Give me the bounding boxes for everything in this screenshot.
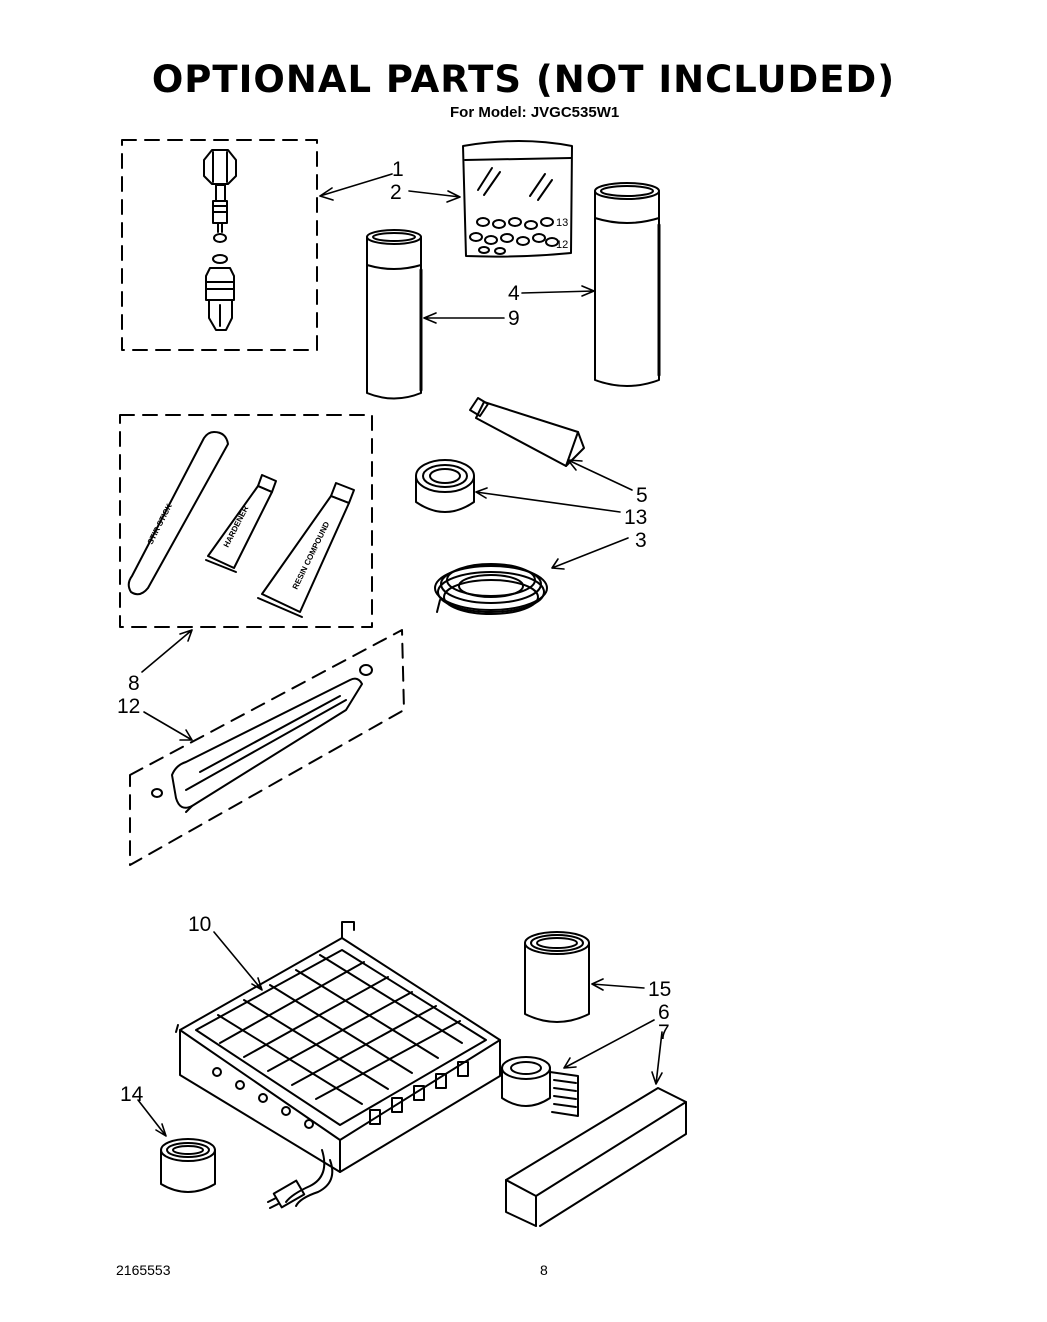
callout-1: 1: [392, 158, 404, 181]
callout-4: 4: [508, 282, 520, 305]
callout-3: 3: [635, 529, 647, 552]
o-ring-bag-icon: [462, 140, 573, 258]
bag-label-upper: 13: [556, 217, 568, 229]
bag-label-lower: 12: [556, 239, 568, 251]
callout-15: 15: [648, 978, 671, 1001]
insulation-block-icon: [505, 1087, 687, 1227]
leader-lines: [137, 173, 663, 1137]
valve-fitting-icon: [203, 149, 237, 331]
epoxy-kit-group: STIR STICK HARDENER RESIN COMPOUND: [119, 414, 373, 628]
large-can-icon: [524, 931, 590, 1023]
sealant-tube-icon: [469, 397, 585, 467]
page-title: OPTIONAL PARTS (NOT INCLUDED): [151, 58, 896, 101]
stir-stick-label: STIR STICK: [146, 502, 174, 546]
cover-strip-icon: [151, 664, 373, 813]
small-can-icon: [160, 1138, 216, 1193]
small-tape-roll-icon: [501, 1056, 579, 1117]
callout-9: 9: [508, 307, 520, 330]
page-number: 8: [540, 1262, 548, 1278]
model-subtitle: For Model: JVGC535W1: [450, 104, 620, 121]
callout-10: 10: [188, 913, 211, 936]
coiled-wire-icon: [434, 563, 548, 615]
callout-13: 13: [624, 506, 647, 529]
callout-8: 8: [128, 672, 140, 695]
cover-strip-group: [129, 629, 405, 866]
callout-6: 6: [658, 1001, 670, 1024]
callout-2: 2: [390, 181, 402, 204]
stir-stick-icon: [127, 431, 229, 596]
foam-tape-roll-icon: [415, 459, 475, 513]
large-spray-can-icon: [594, 182, 661, 387]
hardener-tube-icon: [205, 474, 277, 573]
callout-12: 12: [117, 695, 140, 718]
epoxy-kit-dashed-box: [119, 414, 373, 628]
callout-5: 5: [636, 484, 648, 507]
fitting-kit-dashed-box: [121, 139, 318, 351]
resin-tube-icon: [257, 482, 355, 618]
fitting-kit-group: [121, 139, 318, 351]
callout-7: 7: [658, 1021, 670, 1044]
evaporator-tray-icon: [175, 921, 501, 1209]
callout-14: 14: [120, 1083, 144, 1106]
doc-number: 2165553: [116, 1262, 171, 1278]
medium-spray-can-icon: [366, 229, 423, 400]
